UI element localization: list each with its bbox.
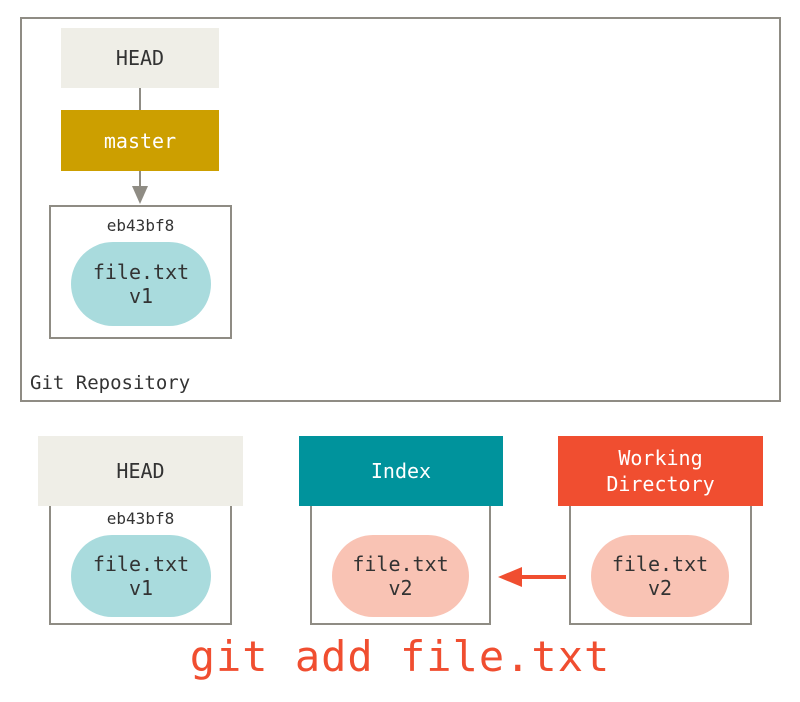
index-blob-version: v2: [388, 576, 413, 600]
index-blob: file.txt v2: [332, 535, 469, 617]
repo-blob: file.txt v1: [71, 242, 211, 326]
repo-blob-version: v1: [128, 284, 154, 308]
repo-head-label: HEAD: [115, 46, 165, 70]
index-tree-label: Index: [370, 459, 432, 483]
index-tree-header: Index: [299, 436, 503, 506]
working-directory-blob: file.txt v2: [591, 535, 729, 617]
index-tree-box: file.txt v2: [310, 504, 491, 625]
git-command-caption: git add file.txt: [189, 632, 611, 681]
repo-blob-name: file.txt: [92, 260, 190, 284]
git-repository-frame: [20, 17, 781, 402]
master-to-commit-arrowhead: [132, 186, 148, 204]
repo-commit-box: eb43bf8 file.txt v1: [49, 205, 232, 339]
master-branch-label: master: [103, 128, 177, 153]
head-tree-box: eb43bf8 file.txt v1: [49, 504, 232, 625]
working-dir-to-index-arrowhead: [498, 567, 522, 587]
working-directory-tree-header: Working Directory: [558, 436, 763, 506]
working-directory-label-line2: Directory: [606, 472, 715, 496]
working-directory-blob-name: file.txt: [611, 552, 709, 576]
head-commit-id: eb43bf8: [106, 509, 175, 528]
working-directory-label-line1: Working: [618, 446, 703, 470]
master-branch-ref: master: [61, 110, 219, 171]
head-tree-label: HEAD: [116, 459, 165, 483]
repo-head-ref: HEAD: [61, 28, 219, 88]
head-blob: file.txt v1: [71, 535, 211, 617]
head-blob-version: v1: [128, 576, 154, 600]
repo-commit-id: eb43bf8: [106, 216, 175, 235]
git-repository-label: Git Repository: [30, 372, 191, 394]
head-tree-header: HEAD: [38, 436, 243, 506]
head-blob-name: file.txt: [92, 552, 190, 576]
working-directory-tree-box: file.txt v2: [569, 504, 752, 625]
index-blob-name: file.txt: [352, 552, 449, 576]
working-directory-blob-version: v2: [647, 576, 673, 600]
